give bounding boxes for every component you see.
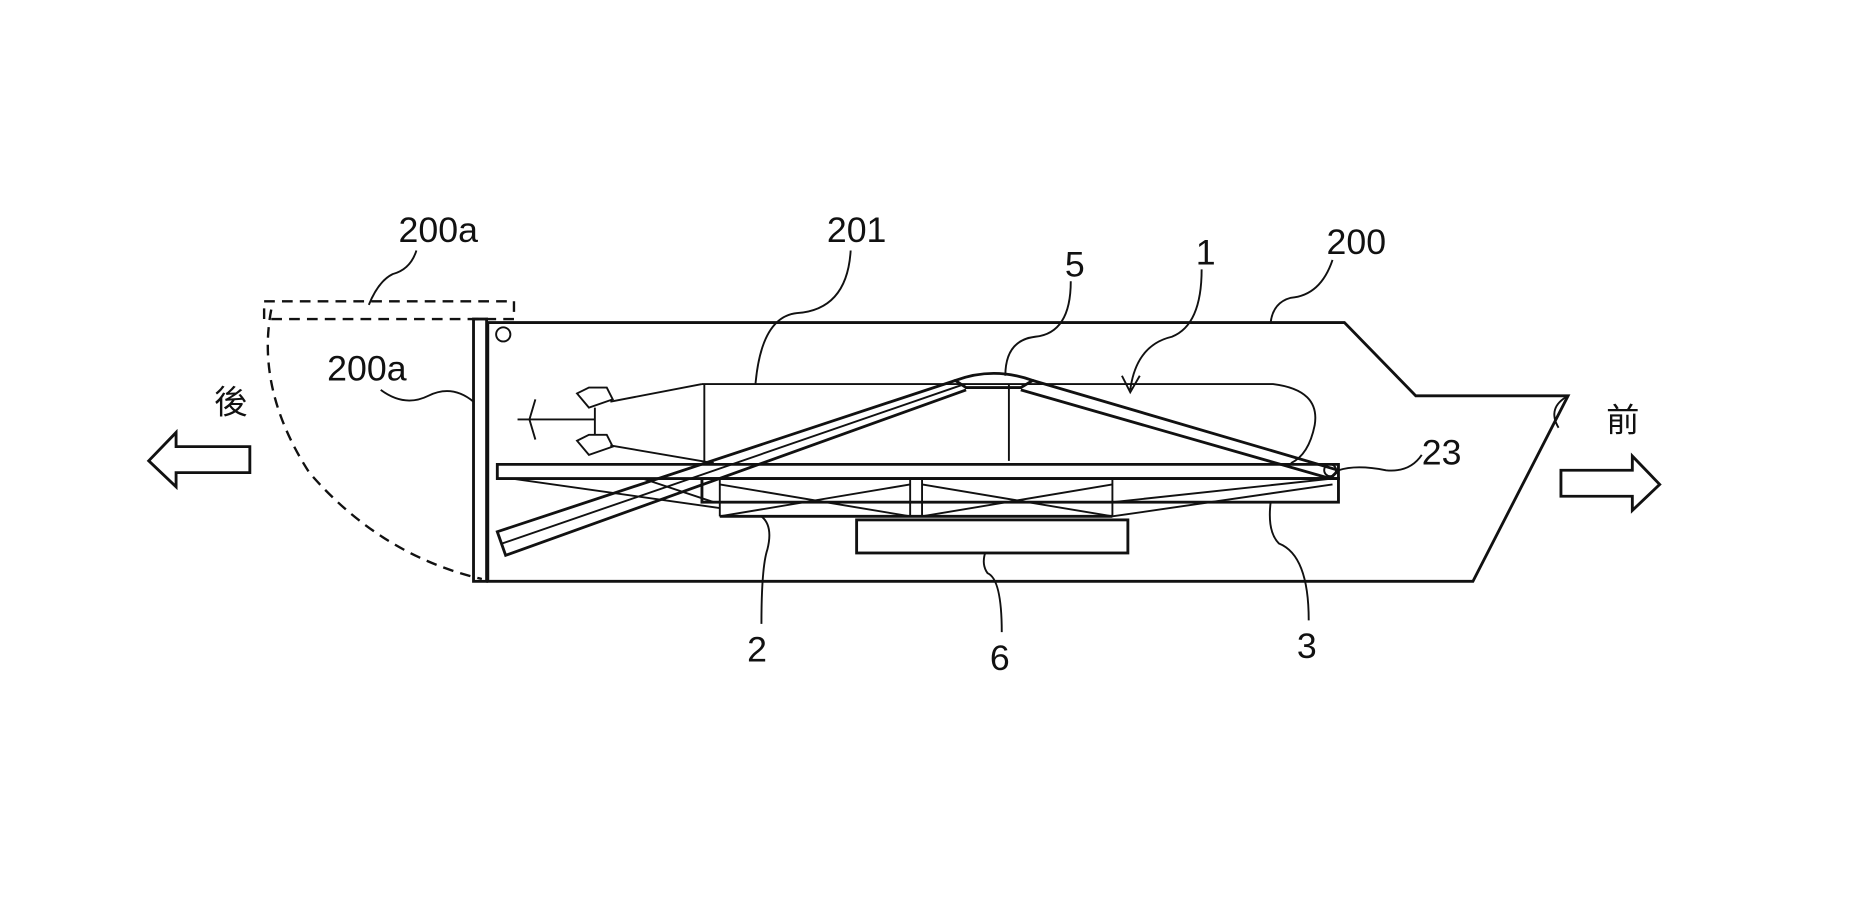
leader-201 <box>754 250 852 385</box>
label-23: 23 <box>1422 432 1462 472</box>
arm-left-inner <box>501 384 962 545</box>
label-2: 2 <box>747 630 767 670</box>
leader-1 <box>1129 269 1203 391</box>
leader-23 <box>1338 454 1423 472</box>
label-5: 5 <box>1065 245 1085 285</box>
label-200a-open: 200a <box>399 210 479 250</box>
leader-1-arrow <box>1121 375 1141 395</box>
label-6: 6 <box>990 638 1010 678</box>
propeller-icon <box>517 386 615 457</box>
rear-arrow-icon <box>146 428 252 491</box>
label-200: 200 <box>1327 222 1387 262</box>
leader-3 <box>1268 502 1310 621</box>
transom-door-closed <box>472 317 489 583</box>
frame-2-3 <box>700 477 1340 504</box>
arm-apex <box>952 372 1037 389</box>
hinge-circle <box>495 326 512 343</box>
pivot-23 <box>1323 463 1338 478</box>
prop-strut <box>610 444 715 465</box>
transom-door-open <box>262 300 516 321</box>
label-1: 1 <box>1196 233 1216 273</box>
frame-201 <box>701 383 1317 465</box>
leader-200a-closed <box>380 389 475 403</box>
leader-2 <box>760 515 771 624</box>
leader-6 <box>982 552 1003 633</box>
rear-direction-label: 後 <box>214 383 247 422</box>
label-201: 201 <box>827 210 887 250</box>
base-6 <box>855 518 1130 555</box>
leader-200a-open <box>367 250 418 306</box>
leader-5 <box>1004 281 1072 376</box>
bow-curl <box>1553 395 1569 429</box>
label-3: 3 <box>1297 626 1317 666</box>
leader-200 <box>1269 259 1334 323</box>
label-200a-closed: 200a <box>327 349 407 389</box>
deck <box>495 462 1340 480</box>
front-direction-label: 前 <box>1606 400 1639 439</box>
prop-strut <box>610 383 703 403</box>
arm-left-band <box>495 379 967 558</box>
front-arrow-icon <box>1559 452 1662 514</box>
